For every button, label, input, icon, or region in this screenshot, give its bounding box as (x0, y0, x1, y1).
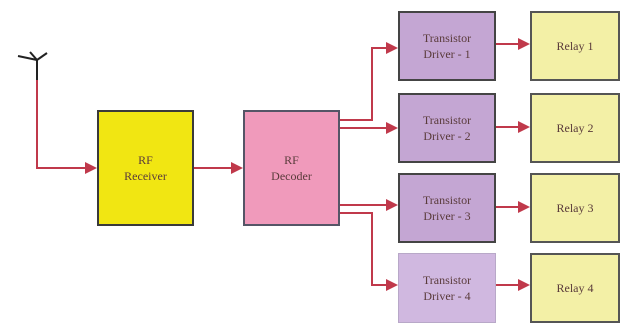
relay-2-label: Relay 2 (556, 121, 594, 135)
driver-3-line1: Transistor (422, 193, 472, 207)
driver-2-line2: Driver - 2 (423, 129, 471, 143)
transistor-driver-2-block: Transistor Driver - 2 (398, 93, 496, 163)
driver-3-line2: Driver - 3 (423, 209, 471, 223)
relay-4-block: Relay 4 (530, 253, 620, 323)
driver-1-line1: Transistor (422, 31, 472, 45)
transistor-driver-4-block: Transistor Driver - 4 (398, 253, 496, 323)
relay-2-block: Relay 2 (530, 93, 620, 163)
driver-4-line2: Driver - 4 (423, 289, 471, 303)
wire-antenna-receiver (36, 80, 97, 174)
relay-3-block: Relay 3 (530, 173, 620, 243)
rf-receiver-line1: RF (138, 153, 153, 167)
driver-1-line2: Driver - 1 (423, 47, 471, 61)
rf-receiver-block: RF Receiver (97, 110, 194, 226)
wire-decoder-driver-4 (340, 212, 398, 291)
rf-receiver-line2: Receiver (124, 169, 167, 183)
transistor-driver-3-block: Transistor Driver - 3 (398, 173, 496, 243)
driver-4-line1: Transistor (422, 273, 472, 287)
rf-decoder-line2: Decoder (271, 169, 312, 183)
antenna-icon (17, 51, 48, 82)
relay-4-label: Relay 4 (556, 281, 594, 295)
relay-1-block: Relay 1 (530, 11, 620, 81)
wire-decoder-driver-1 (340, 42, 398, 121)
relay-3-label: Relay 3 (556, 201, 594, 215)
rf-decoder-line1: RF (284, 153, 299, 167)
rf-decoder-block: RF Decoder (243, 110, 340, 226)
transistor-driver-1-block: Transistor Driver - 1 (398, 11, 496, 81)
relay-1-label: Relay 1 (556, 39, 594, 53)
driver-2-line1: Transistor (422, 113, 472, 127)
